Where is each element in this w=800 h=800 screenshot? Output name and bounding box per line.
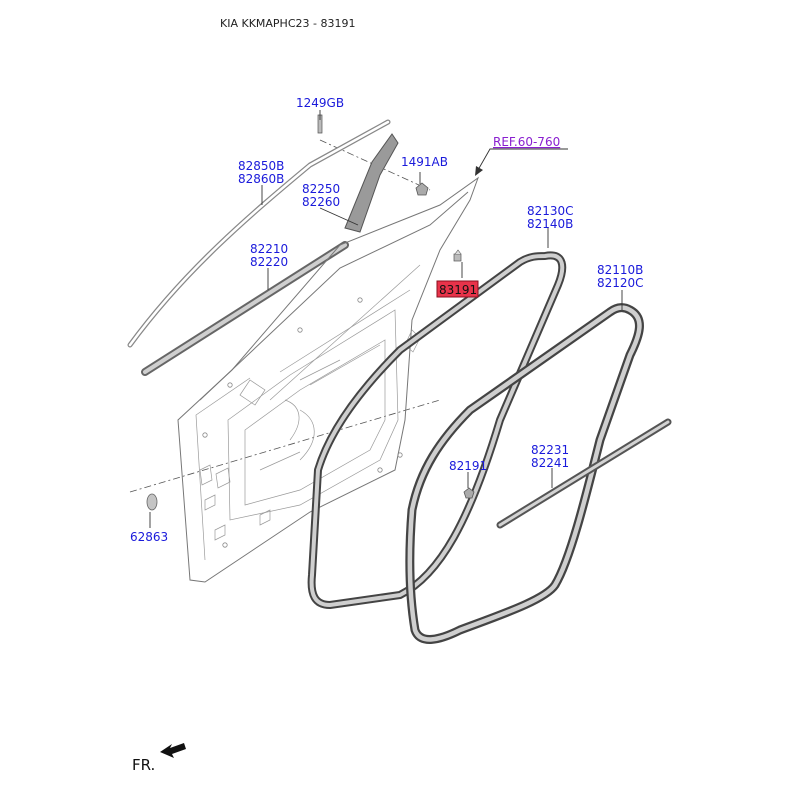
grommet-62863 [146, 493, 158, 511]
part-label-83191[interactable]: 83191 [439, 283, 477, 297]
diagram-title: KIA KKMAPHC23 - 83191 [220, 17, 355, 30]
part-label-82220[interactable]: 82220 [250, 255, 288, 269]
plug-82191 [463, 487, 475, 499]
part-label-1491AB[interactable]: 1491AB [401, 155, 448, 169]
belt-weatherstrip [141, 241, 349, 376]
door-weatherstrip [307, 251, 567, 609]
front-arrow-icon [160, 743, 186, 758]
highlighted-part-83191[interactable]: 83191 [436, 280, 479, 298]
roof-moulding [127, 119, 391, 348]
pillar-trim [344, 133, 399, 233]
reference-link[interactable]: REF.60-760 [493, 135, 560, 149]
part-label-82191[interactable]: 82191 [449, 459, 487, 473]
leader-82250 [319, 207, 359, 226]
part-label-82130C[interactable]: 82130C [527, 204, 574, 218]
sill-strip [496, 418, 672, 529]
door-panel [177, 176, 480, 583]
part-label-82260[interactable]: 82260 [302, 195, 340, 209]
part-label-82231[interactable]: 82231 [531, 443, 569, 457]
part-label-82860B[interactable]: 82860B [238, 172, 284, 186]
part-label-82210[interactable]: 82210 [250, 242, 288, 256]
part-label-82120C[interactable]: 82120C [597, 276, 644, 290]
part-label-1249GB[interactable]: 1249GB [296, 96, 344, 110]
part-label-82140B[interactable]: 82140B [527, 217, 573, 231]
screw-1249GB [317, 114, 323, 134]
clip-1491AB [415, 182, 429, 196]
plug-83191 [453, 249, 462, 262]
part-label-62863[interactable]: 62863 [130, 530, 168, 544]
part-label-82850B[interactable]: 82850B [238, 159, 284, 173]
reference-pointer [475, 148, 568, 176]
part-label-82241[interactable]: 82241 [531, 456, 569, 470]
reference-line-bottom [129, 399, 441, 493]
front-direction-label: FR. [132, 756, 155, 774]
part-label-82250[interactable]: 82250 [302, 182, 340, 196]
part-label-82110B[interactable]: 82110B [597, 263, 643, 277]
